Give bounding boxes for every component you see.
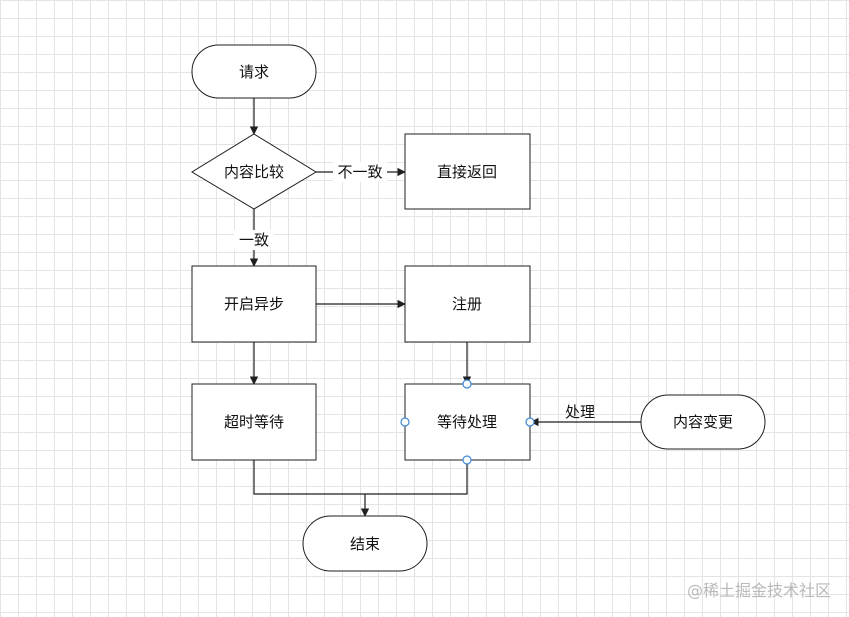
decision-shape	[191, 133, 317, 210]
edge-label-bg	[333, 162, 387, 182]
node-wait-process-label: 等待处理	[437, 413, 497, 431]
node-timeout-wait-label: 超时等待	[224, 413, 284, 431]
process-shape	[191, 383, 317, 461]
connection-port-left[interactable]	[400, 417, 410, 427]
terminal-shape	[191, 44, 317, 99]
connection-port-top[interactable]	[462, 379, 472, 389]
node-start-async[interactable]: 开启异步	[191, 265, 317, 343]
node-timeout-wait[interactable]: 超时等待	[191, 383, 317, 461]
node-end[interactable]: 结束	[302, 515, 428, 572]
connection-port-bottom[interactable]	[462, 455, 472, 465]
edge-label-consistent: 一致	[239, 231, 269, 249]
node-request-label: 请求	[239, 63, 269, 81]
node-register[interactable]: 注册	[404, 265, 531, 343]
node-end-label: 结束	[350, 535, 380, 553]
edge-label-process: 处理	[565, 403, 595, 421]
process-shape	[404, 265, 531, 343]
edge-label-inconsistent: 不一致	[337, 163, 382, 181]
node-compare-label: 内容比较	[224, 163, 284, 181]
edge-label-bg	[234, 230, 274, 250]
connection-port-right[interactable]	[525, 417, 535, 427]
edge-timeout-to-merge	[253, 460, 365, 495]
node-request[interactable]: 请求	[191, 44, 317, 99]
process-shape	[404, 133, 531, 210]
node-compare[interactable]: 内容比较	[191, 133, 317, 210]
terminal-shape	[640, 394, 766, 450]
node-register-label: 注册	[452, 295, 482, 313]
process-shape	[191, 265, 317, 343]
node-wait-process[interactable]: 等待处理	[400, 379, 535, 465]
node-return-direct-label: 直接返回	[437, 163, 497, 181]
node-return-direct[interactable]: 直接返回	[404, 133, 531, 210]
node-content-change-label: 内容变更	[673, 413, 733, 431]
edge-wait-to-merge	[365, 460, 468, 495]
watermark: @稀土掘金技术社区	[686, 581, 831, 600]
node-start-async-label: 开启异步	[224, 295, 284, 313]
node-content-change[interactable]: 内容变更	[640, 394, 766, 450]
terminal-shape	[302, 515, 428, 572]
